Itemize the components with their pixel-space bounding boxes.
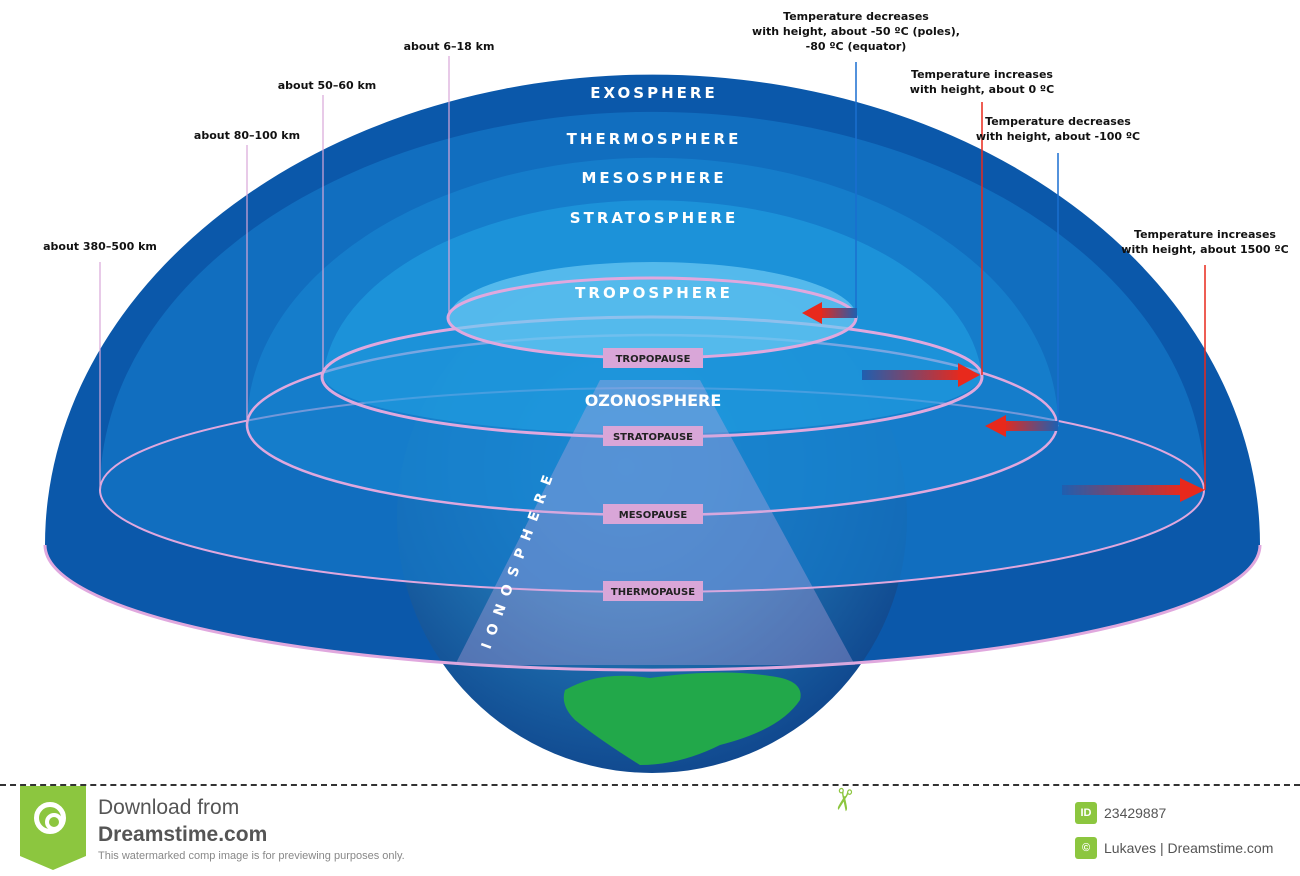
atmosphere-diagram: EXOSPHERE THERMOSPHERE MESOSPHERE STRATO… bbox=[43, 10, 1289, 773]
temp-troposphere: Temperature decreases with height, about… bbox=[752, 10, 960, 324]
continent bbox=[563, 672, 801, 765]
svg-text:Temperature decreases: Temperature decreases bbox=[985, 115, 1131, 128]
thermopause-tag: THERMOPAUSE bbox=[603, 581, 703, 601]
svg-text:MESOPAUSE: MESOPAUSE bbox=[619, 510, 688, 521]
svg-text:with height, about -50 ºC (pol: with height, about -50 ºC (poles), bbox=[752, 25, 960, 38]
mesosphere-label: MESOSPHERE bbox=[581, 169, 726, 187]
tropopause-tag: TROPOPAUSE bbox=[603, 348, 703, 368]
height-mesosphere: about 80–100 km bbox=[194, 129, 300, 142]
scissors-icon: ✂ bbox=[823, 784, 862, 815]
svg-text:THERMOPAUSE: THERMOPAUSE bbox=[611, 587, 695, 598]
height-troposphere: about 6–18 km bbox=[404, 40, 495, 53]
temp-mesosphere: Temperature decreases with height, about… bbox=[976, 115, 1140, 437]
svg-text:with height, about 0 ºC: with height, about 0 ºC bbox=[910, 83, 1054, 96]
svg-text:with height, about -100 ºC: with height, about -100 ºC bbox=[976, 130, 1140, 143]
svg-text:STRATOPAUSE: STRATOPAUSE bbox=[613, 432, 693, 443]
site-name[interactable]: Dreamstime.com bbox=[98, 823, 268, 846]
svg-text:TROPOPAUSE: TROPOPAUSE bbox=[616, 354, 691, 365]
image-id: 23429887 bbox=[1104, 805, 1167, 821]
troposphere-dome bbox=[449, 262, 857, 358]
watermark-notice: This watermarked comp image is for previ… bbox=[98, 850, 405, 862]
svg-text:Temperature decreases: Temperature decreases bbox=[783, 10, 929, 23]
download-footer: Download from Dreamstime.com This waterm… bbox=[0, 784, 1300, 876]
id-badge-icon: ID bbox=[1075, 802, 1097, 824]
dreamstime-logo-icon bbox=[20, 786, 86, 870]
author-credit[interactable]: Lukaves | Dreamstime.com bbox=[1104, 840, 1274, 856]
thermosphere-label: THERMOSPHERE bbox=[567, 130, 742, 148]
svg-text:with height, about 1500 ºC: with height, about 1500 ºC bbox=[1121, 243, 1288, 256]
svg-text:Temperature increases: Temperature increases bbox=[1134, 228, 1276, 241]
stratopause-tag: STRATOPAUSE bbox=[603, 426, 703, 446]
ozonosphere-label: OZONOSPHERE bbox=[585, 391, 722, 410]
download-from-text: Download from bbox=[98, 796, 240, 819]
height-thermosphere: about 380–500 km bbox=[43, 240, 157, 253]
stratosphere-label: STRATOSPHERE bbox=[570, 209, 738, 227]
svg-text:Temperature increases: Temperature increases bbox=[911, 68, 1053, 81]
exosphere-label: EXOSPHERE bbox=[590, 84, 717, 102]
temp-thermosphere: Temperature increases with height, about… bbox=[1062, 228, 1289, 502]
copyright-icon: © bbox=[1075, 837, 1097, 859]
temp-stratosphere: Temperature increases with height, about… bbox=[862, 68, 1054, 387]
troposphere-label: TROPOSPHERE bbox=[575, 284, 733, 302]
svg-text:-80 ºC (equator): -80 ºC (equator) bbox=[806, 40, 907, 53]
height-stratosphere: about 50–60 km bbox=[278, 79, 377, 92]
mesopause-tag: MESOPAUSE bbox=[603, 504, 703, 524]
